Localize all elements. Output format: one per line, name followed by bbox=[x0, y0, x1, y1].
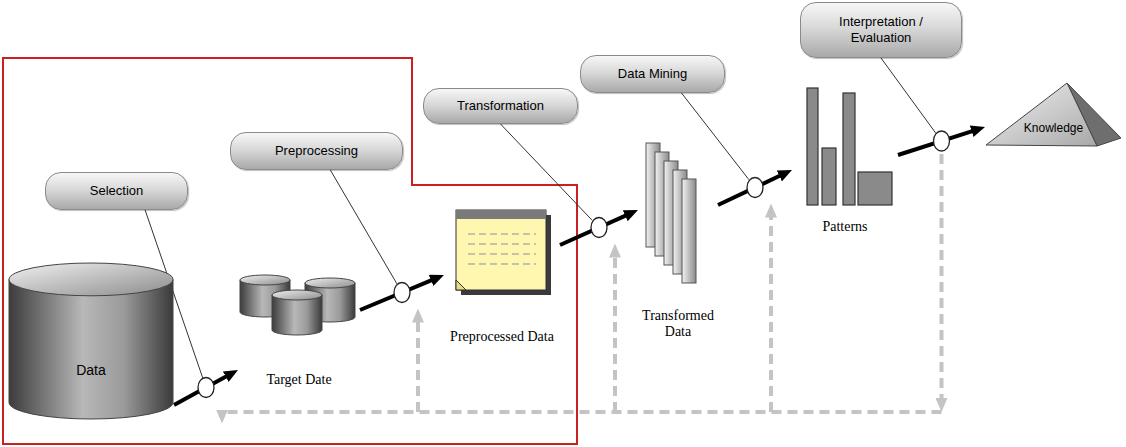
document-line bbox=[468, 254, 536, 255]
step-label: Preprocessing bbox=[230, 132, 403, 170]
node-label: Knowledge bbox=[1024, 120, 1083, 136]
step-name: Transformation bbox=[457, 98, 544, 114]
document-line bbox=[468, 264, 536, 265]
pyramid-face bbox=[986, 83, 1097, 146]
feedback-loop bbox=[940, 154, 944, 402]
feedback-loop bbox=[220, 412, 224, 414]
node-label: Transformed Data bbox=[638, 308, 718, 340]
data-sheet bbox=[682, 179, 696, 283]
cylinder-shape bbox=[9, 263, 173, 296]
data-cylinder: Data bbox=[8, 262, 174, 420]
document-header bbox=[456, 210, 546, 219]
node-label: Patterns bbox=[822, 219, 867, 235]
pattern-bar bbox=[858, 172, 892, 205]
pattern-bar bbox=[807, 88, 818, 205]
preprocessed-document: Preprocessed Data bbox=[444, 208, 560, 345]
cylinder-shape bbox=[240, 275, 290, 285]
pattern-bar bbox=[843, 93, 855, 205]
step-name: Preprocessing bbox=[275, 143, 358, 159]
step-ring bbox=[591, 218, 607, 238]
knowledge-pyramid: Knowledge bbox=[985, 82, 1122, 148]
cylinder-shape bbox=[272, 295, 322, 335]
feedback-loop bbox=[416, 319, 420, 413]
leader-line bbox=[682, 93, 749, 180]
transformed-sheets: Transformed Data bbox=[638, 143, 718, 340]
data-cylinder-outline bbox=[8, 262, 174, 420]
step-name: Interpretation / Evaluation bbox=[809, 14, 953, 46]
document-corner bbox=[456, 280, 466, 290]
step-ring bbox=[198, 378, 214, 398]
cylinder-shape bbox=[272, 290, 322, 300]
pattern-bars: Patterns bbox=[792, 85, 898, 235]
step-ring bbox=[934, 131, 950, 151]
step-label: Transformation bbox=[423, 88, 578, 124]
target-cylinders-outline bbox=[238, 262, 360, 388]
cylinder-shape bbox=[9, 279, 173, 419]
step-name: Selection bbox=[90, 183, 143, 199]
step-label: Data Mining bbox=[580, 55, 725, 93]
flow-arrow bbox=[560, 214, 629, 245]
focus-frame bbox=[3, 58, 577, 444]
leader-line bbox=[330, 170, 397, 284]
node-label: Preprocessed Data bbox=[450, 329, 554, 345]
document-line bbox=[468, 234, 536, 235]
feedback-loop bbox=[222, 410, 942, 414]
step-label: Interpretation / Evaluation bbox=[800, 2, 962, 58]
flow-arrow bbox=[360, 279, 435, 310]
feedback-loop bbox=[769, 214, 773, 413]
preprocessed-document-outline bbox=[444, 208, 560, 345]
flow-arrow bbox=[718, 174, 783, 205]
leader-line bbox=[501, 124, 593, 220]
pattern-bar bbox=[822, 148, 836, 205]
step-label: Selection bbox=[45, 172, 188, 210]
target-cylinders: Target Date bbox=[238, 262, 360, 388]
document-page bbox=[456, 210, 546, 290]
step-ring bbox=[394, 283, 410, 303]
feedback-loop bbox=[613, 254, 617, 413]
node-label: Target Date bbox=[266, 372, 331, 388]
step-name: Data Mining bbox=[618, 66, 687, 82]
cylinder-shape bbox=[305, 278, 355, 288]
document-line bbox=[468, 244, 536, 245]
flow-arrow bbox=[898, 130, 975, 155]
leader-line bbox=[881, 58, 936, 133]
node-label: Data bbox=[76, 362, 106, 378]
flow-arrow bbox=[174, 375, 229, 405]
knowledge-pyramid-outline bbox=[985, 82, 1122, 148]
step-ring bbox=[747, 178, 763, 198]
pattern-bars-outline bbox=[792, 85, 898, 235]
